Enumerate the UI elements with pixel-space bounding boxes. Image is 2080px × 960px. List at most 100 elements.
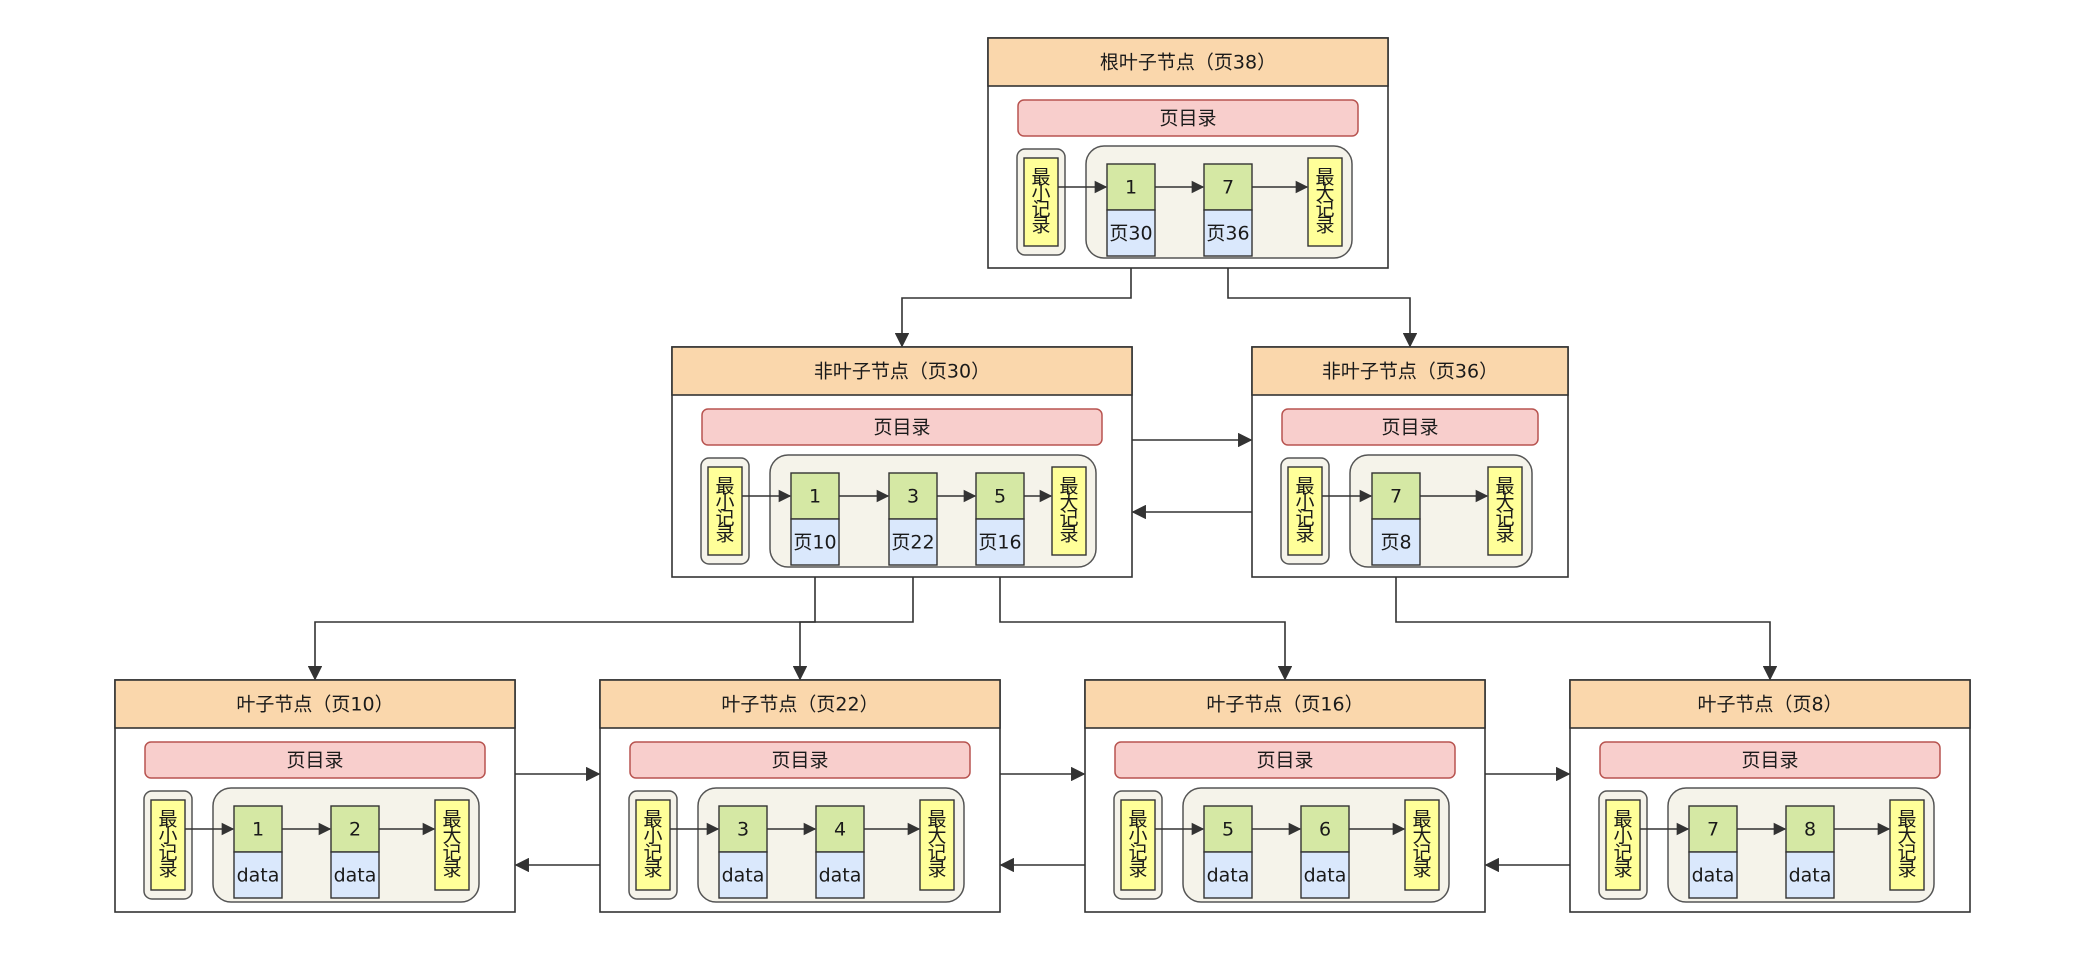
- min-record-char: 最: [715, 476, 734, 498]
- max-record-char: 记: [1495, 508, 1514, 530]
- record-key: 1: [809, 486, 821, 508]
- record-1: 1 data: [233, 805, 283, 899]
- min-record-char: 最: [1295, 476, 1314, 498]
- record-6: 6 data: [1300, 805, 1350, 899]
- max-record-char: 最: [1495, 476, 1514, 498]
- max-record-char: 记: [1315, 199, 1334, 221]
- record-pointer-cell: [1300, 851, 1350, 899]
- record-key: 3: [737, 819, 749, 841]
- child-pointer-arrow: [894, 256, 1132, 348]
- page-title: 叶子节点（页10）: [236, 694, 393, 716]
- max-record-char: 最: [1412, 809, 1431, 831]
- record-key-cell: [1106, 163, 1156, 211]
- min-record-char: 小: [1613, 825, 1632, 847]
- min-record-char: 最: [1128, 809, 1147, 831]
- min-record-box: [635, 799, 671, 891]
- page-title: 叶子节点（页16）: [1206, 694, 1363, 716]
- page-directory-bar: [1281, 408, 1539, 446]
- max-record-char: 大: [442, 825, 461, 847]
- record-pointer-cell: [888, 518, 938, 566]
- child-pointer-arrow: [1395, 565, 1778, 681]
- record-pointer: data: [334, 865, 377, 887]
- max-record-char: 记: [1412, 842, 1431, 864]
- min-record-char: 记: [158, 842, 177, 864]
- min-record-char: 最: [643, 809, 662, 831]
- page-header: [114, 679, 516, 729]
- record-key: 6: [1319, 819, 1331, 841]
- max-record-char: 最: [1059, 476, 1078, 498]
- min-record-box: [1023, 157, 1059, 247]
- child-pointer-arrow: [307, 565, 816, 681]
- record-pointer-cell: [1203, 209, 1253, 257]
- record-pointer: 页16: [978, 532, 1021, 554]
- min-record-box: [707, 466, 743, 556]
- record-pointer: data: [1304, 865, 1347, 887]
- max-record-char: 录: [1059, 524, 1078, 546]
- min-record-char: 记: [643, 842, 662, 864]
- max-record-char: 记: [1897, 842, 1916, 864]
- record-key-cell: [1785, 805, 1835, 853]
- record-pointer-cell: [233, 851, 283, 899]
- max-record-box: [1307, 157, 1343, 247]
- record-key: 1: [252, 819, 264, 841]
- min-record-char: 记: [1613, 842, 1632, 864]
- page-directory-bar: [1114, 741, 1456, 779]
- max-record-box: [434, 799, 470, 891]
- record-pointer-cell: [975, 518, 1025, 566]
- min-record-box: [1120, 799, 1156, 891]
- record-key: 7: [1390, 486, 1402, 508]
- links-layer: [307, 256, 1778, 873]
- max-record-box: [919, 799, 955, 891]
- max-record-char: 大: [927, 825, 946, 847]
- record-pointer: data: [722, 865, 765, 887]
- record-pointer-cell: [790, 518, 840, 566]
- min-record-char: 小: [1128, 825, 1147, 847]
- min-record-char: 小: [643, 825, 662, 847]
- record-key: 3: [907, 486, 919, 508]
- min-record-char: 小: [158, 825, 177, 847]
- page-header: [1569, 679, 1971, 729]
- record-pointer: 页36: [1206, 223, 1249, 245]
- record-key: 7: [1222, 177, 1234, 199]
- max-record-box: [1404, 799, 1440, 891]
- min-record-char: 最: [1613, 809, 1632, 831]
- page-directory-bar: [1017, 99, 1359, 137]
- record-pointer: 页8: [1380, 532, 1411, 554]
- record-3: 3 data: [718, 805, 768, 899]
- min-record-char: 录: [643, 859, 662, 881]
- record-pointer-cell: [815, 851, 865, 899]
- record-pointer: data: [1692, 865, 1735, 887]
- max-record-char: 记: [442, 842, 461, 864]
- page-header: [987, 37, 1389, 87]
- min-record-char: 小: [1295, 492, 1314, 514]
- min-record-char: 录: [1031, 215, 1050, 237]
- page-header: [1084, 679, 1486, 729]
- min-record-char: 录: [1128, 859, 1147, 881]
- max-record-box: [1487, 466, 1523, 556]
- record-pointer-cell: [718, 851, 768, 899]
- record-7: 7 页8: [1371, 472, 1421, 566]
- min-record-char: 录: [1295, 524, 1314, 546]
- max-record-char: 最: [927, 809, 946, 831]
- page-title: 根叶子节点（页38）: [1100, 52, 1276, 74]
- child-pointer-arrow: [999, 565, 1293, 681]
- page-directory-bar: [144, 741, 486, 779]
- min-record-box: [150, 799, 186, 891]
- record-pointer: data: [237, 865, 280, 887]
- record-key-cell: [1203, 805, 1253, 853]
- page-title: 非叶子节点（页36）: [1322, 361, 1498, 383]
- min-record-char: 录: [1613, 859, 1632, 881]
- page-directory-bar: [629, 741, 971, 779]
- record-pointer-cell: [1203, 851, 1253, 899]
- max-record-char: 录: [1412, 859, 1431, 881]
